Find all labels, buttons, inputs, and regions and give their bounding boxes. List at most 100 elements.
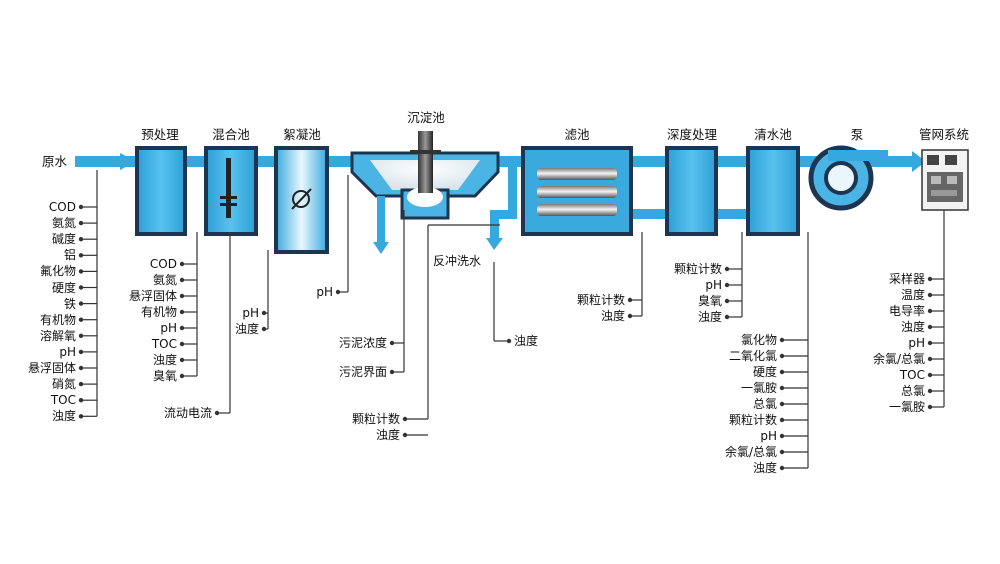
pretreat-param: 浊度	[152, 353, 177, 367]
sed-center-shaft	[418, 131, 433, 193]
leader-dot	[779, 465, 785, 471]
leader-dot	[927, 340, 933, 346]
leader-dot	[78, 349, 84, 355]
network-param: pH	[908, 336, 925, 350]
deep-param: 颗粒计数	[673, 262, 722, 276]
title-mix: 混合池	[212, 127, 250, 142]
leader-dot	[779, 385, 785, 391]
raw-param: 铁	[63, 296, 76, 311]
leader-dot	[779, 417, 785, 423]
raw-param: 浊度	[51, 409, 76, 424]
leader-dot	[779, 433, 785, 439]
pretreat-param: COD	[149, 257, 177, 271]
outlet-arrow-icon	[912, 151, 926, 172]
title-network: 管网系统	[918, 127, 970, 142]
leader-dot	[724, 298, 730, 304]
leader-dot	[78, 269, 84, 274]
leader-dot	[78, 220, 84, 226]
title-sed: 沉淀池	[407, 110, 445, 125]
leader-dot	[779, 337, 785, 343]
leader-dot	[389, 369, 395, 375]
raw-param: COD	[48, 200, 76, 214]
leader-dot	[78, 317, 84, 322]
network-param: 总氯	[900, 384, 925, 398]
leader-dot	[927, 292, 933, 298]
floc-param: pH	[242, 306, 259, 320]
leader-dot	[179, 357, 185, 363]
leader-dot	[402, 416, 408, 422]
leader-dot	[927, 276, 933, 282]
network-param: 温度	[900, 288, 925, 302]
pretreat-tank	[135, 146, 187, 236]
leader-dot	[78, 398, 84, 403]
leader-dot	[261, 326, 267, 332]
leader-dot	[78, 381, 84, 387]
clear-param: 一氯胺	[740, 381, 777, 395]
leader-dot	[78, 285, 84, 290]
leader-dot	[779, 353, 785, 359]
leader-dot	[724, 266, 730, 272]
leader-dot	[179, 325, 185, 331]
pretreat-param: TOC	[151, 337, 177, 351]
title-pump: 泵	[850, 127, 864, 142]
pretreat-param: 悬浮固体	[128, 289, 177, 303]
filter-param: 颗粒计数	[576, 293, 625, 307]
inlet-arrow-icon	[120, 153, 136, 170]
mix-param: 流动电流	[163, 406, 212, 420]
leader-dot	[724, 314, 730, 320]
leader-dot	[179, 293, 185, 299]
leader-dot	[927, 372, 933, 378]
network-param: 浊度	[900, 320, 925, 334]
clear-param: 余氯/总氯	[724, 445, 777, 459]
raw-param: 铝	[63, 248, 76, 263]
raw-param: pH	[59, 344, 76, 359]
sludge-param: 污泥界面	[338, 365, 387, 379]
leader-dot	[214, 410, 220, 416]
title-clear: 清水池	[754, 127, 792, 142]
title-filter: 滤池	[564, 127, 590, 142]
clear-param: 二氧化氯	[728, 349, 777, 363]
deep-param: 浊度	[697, 310, 722, 324]
clear-param: 总氯	[752, 397, 777, 411]
clear-param: 浊度	[752, 461, 777, 475]
raw-param: 硬度	[51, 280, 76, 295]
raw-param: 氨氮	[51, 216, 76, 231]
backwash-label: 反冲洗水	[433, 254, 482, 268]
pretreat-param: 有机物	[140, 305, 177, 319]
network-param: 电导率	[888, 304, 925, 318]
leader-dot	[779, 401, 785, 407]
leader-dot	[627, 313, 633, 319]
raw-param: 有机物	[39, 312, 76, 327]
leader-dot	[779, 449, 785, 455]
floc-paddle-icon	[292, 190, 310, 208]
clear-param: pH	[760, 429, 777, 443]
clear-param: 氯化物	[740, 333, 777, 347]
sed-param: pH	[316, 285, 333, 299]
leader-dot	[335, 289, 341, 295]
title-pretreat: 预处理	[141, 127, 179, 142]
backwash-param: 浊度	[375, 428, 400, 442]
deep-tank	[665, 146, 718, 236]
leader-dot	[78, 253, 84, 258]
leader-dot	[389, 340, 395, 346]
leader-dot	[261, 310, 267, 316]
clear-param: 硬度	[752, 365, 777, 379]
backwash-param: 颗粒计数	[351, 412, 400, 426]
leader-dot	[78, 204, 84, 210]
sludge-param: 污泥浓度	[338, 336, 387, 350]
raw-param: 硝氮	[51, 377, 76, 392]
leader-dot	[927, 356, 933, 362]
leader-dot	[179, 261, 185, 267]
clear-tank	[746, 146, 800, 236]
inlet-label: 原水	[42, 154, 68, 169]
leader-dot	[927, 308, 933, 314]
floc-tank	[274, 146, 329, 254]
leader-dot	[779, 369, 785, 375]
leader-dot	[927, 324, 933, 330]
mixer-shaft	[226, 158, 231, 218]
pretreat-param: 氨氮	[152, 273, 177, 287]
deep-param: pH	[705, 278, 722, 292]
leader-dot	[78, 414, 84, 419]
